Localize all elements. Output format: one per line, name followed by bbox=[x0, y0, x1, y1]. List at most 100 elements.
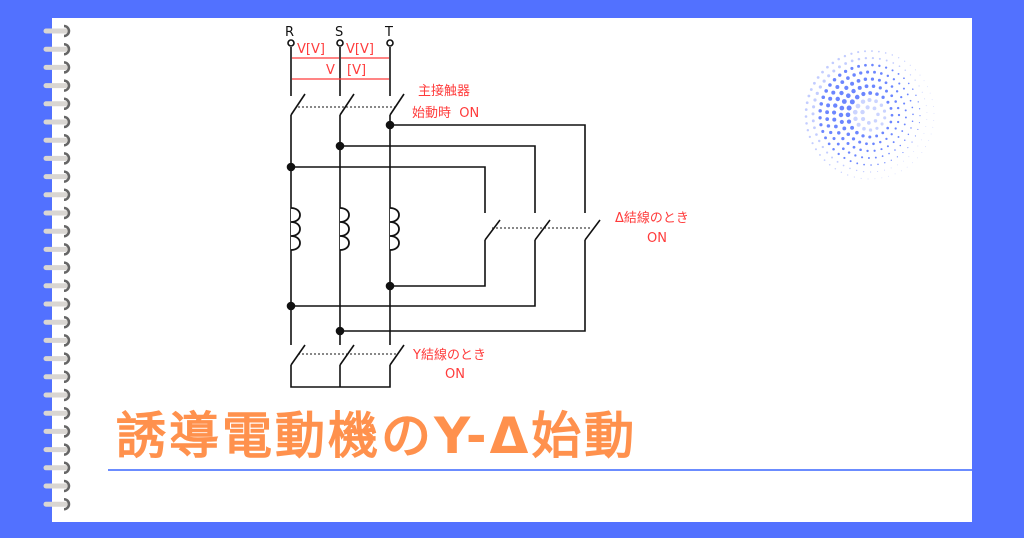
sphere-dot bbox=[890, 85, 894, 88]
sphere-dot bbox=[907, 82, 910, 85]
sphere-dot bbox=[818, 85, 822, 89]
sphere-dot bbox=[835, 85, 840, 89]
binding-ring bbox=[43, 115, 71, 129]
sphere-dot bbox=[822, 79, 826, 83]
sphere-dot bbox=[892, 62, 895, 64]
sphere-dot bbox=[819, 123, 823, 127]
sphere-dot bbox=[870, 164, 872, 166]
sphere-dot bbox=[927, 86, 928, 88]
sphere-dot bbox=[842, 164, 845, 167]
sphere-dot bbox=[867, 156, 870, 159]
sphere-dot bbox=[901, 130, 904, 132]
sphere-dot bbox=[859, 71, 863, 75]
sphere-dot bbox=[871, 84, 876, 88]
sphere-dot bbox=[841, 99, 847, 104]
sphere-dot bbox=[825, 110, 830, 115]
sphere-dot bbox=[881, 131, 885, 135]
sphere-dot bbox=[889, 106, 893, 110]
sphere-dot bbox=[846, 76, 850, 80]
sphere-dot bbox=[840, 171, 843, 173]
sphere-dot bbox=[845, 93, 851, 99]
sphere-dot bbox=[920, 139, 922, 141]
sphere-dot bbox=[814, 148, 817, 151]
sphere-dot bbox=[883, 169, 885, 171]
sphere-dot bbox=[821, 95, 826, 100]
sphere-dot bbox=[907, 133, 910, 136]
sphere-dot bbox=[828, 163, 831, 166]
sphere-dot bbox=[862, 170, 865, 173]
sphere-dot bbox=[842, 126, 847, 131]
sphere-dot bbox=[925, 146, 926, 148]
sphere-dot bbox=[863, 77, 868, 82]
sphere-dot bbox=[815, 133, 818, 136]
sphere-dot bbox=[881, 177, 883, 179]
sphere-dot bbox=[828, 96, 833, 101]
sphere-dot bbox=[839, 90, 844, 96]
sphere-dot bbox=[838, 112, 844, 118]
sphere-dot bbox=[902, 87, 905, 90]
sphere-dot bbox=[847, 151, 851, 154]
sphere-dot bbox=[906, 93, 909, 96]
voltage-label-st: V[V] bbox=[346, 42, 374, 57]
sphere-dot bbox=[891, 54, 894, 56]
sphere-dot bbox=[883, 116, 887, 120]
sphere-dot bbox=[933, 106, 934, 107]
sphere-dot bbox=[857, 51, 860, 54]
sphere-dot bbox=[843, 54, 847, 58]
sphere-dot bbox=[844, 62, 848, 65]
sphere-dot bbox=[847, 174, 849, 176]
sphere-dot bbox=[826, 65, 829, 69]
sphere-dot bbox=[896, 156, 898, 158]
main-contactor-label: 主接触器 bbox=[418, 84, 471, 99]
sphere-dot bbox=[853, 116, 858, 122]
sphere-dot bbox=[918, 108, 921, 110]
binding-ring bbox=[43, 479, 71, 493]
y-contactor bbox=[290, 344, 405, 388]
sphere-dot bbox=[873, 149, 876, 152]
sphere-dot bbox=[918, 85, 920, 87]
sphere-dot bbox=[818, 116, 822, 120]
sphere-dot bbox=[873, 70, 876, 74]
sphere-dot bbox=[926, 112, 928, 114]
sphere-dot bbox=[882, 109, 887, 113]
sphere-dot bbox=[826, 103, 831, 108]
sphere-dot bbox=[836, 160, 839, 163]
motor-windings bbox=[290, 207, 400, 251]
sphere-dot bbox=[885, 59, 888, 62]
sphere-dot bbox=[870, 77, 875, 81]
binding-ring bbox=[43, 406, 71, 420]
sphere-dot bbox=[832, 147, 835, 151]
binding-ring bbox=[43, 188, 71, 202]
sphere-dot bbox=[819, 153, 821, 156]
sphere-dot bbox=[932, 126, 934, 128]
sphere-dot bbox=[909, 64, 911, 66]
sphere-dot bbox=[839, 119, 844, 124]
binding-ring bbox=[43, 297, 71, 311]
sphere-dot bbox=[909, 99, 912, 102]
delta-wiring bbox=[291, 124, 601, 332]
sphere-dot bbox=[849, 99, 855, 105]
phase-label-s: S bbox=[335, 25, 344, 40]
voltage-label-rt: V [V] bbox=[326, 63, 367, 78]
sphere-dot bbox=[904, 116, 907, 119]
main-contactor-state: 始動時 ON bbox=[412, 106, 480, 121]
sphere-dot bbox=[864, 50, 867, 53]
sphere-dot bbox=[841, 147, 845, 151]
sphere-dot bbox=[925, 105, 927, 107]
sphere-dot bbox=[904, 109, 907, 112]
sphere-dot bbox=[853, 176, 855, 178]
sphere-dot bbox=[904, 60, 906, 62]
sphere-dot bbox=[844, 85, 849, 90]
sphere-dot bbox=[838, 73, 842, 77]
sphere-dot bbox=[834, 124, 838, 129]
sphere-dot bbox=[811, 112, 815, 116]
sphere-dot bbox=[872, 142, 875, 146]
sphere-dot bbox=[900, 95, 903, 99]
spiral-binding bbox=[43, 24, 71, 511]
main-contactor bbox=[290, 93, 405, 116]
sphere-dot bbox=[805, 122, 808, 125]
sphere-dot bbox=[875, 92, 879, 96]
sphere-dot bbox=[881, 155, 884, 157]
sphere-dot bbox=[873, 119, 878, 123]
